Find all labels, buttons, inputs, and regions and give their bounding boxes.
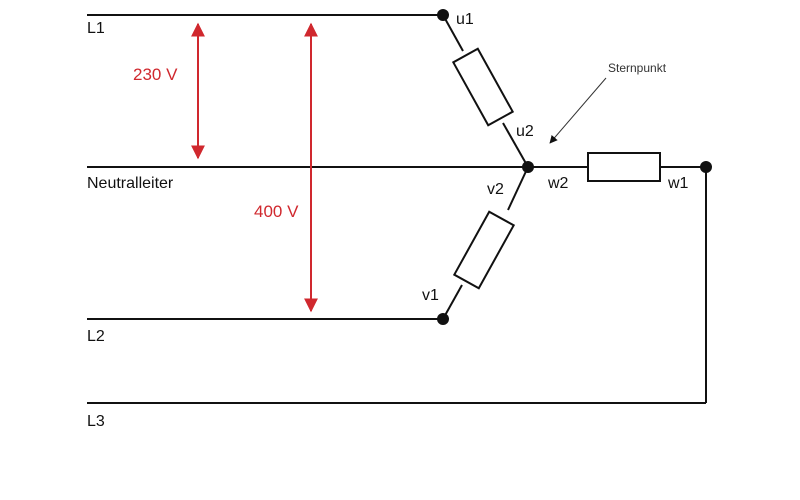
label-l3: L3	[87, 413, 105, 430]
terminal-v1-dot	[437, 313, 449, 325]
label-v1: v1	[422, 287, 439, 304]
label-w1: w1	[667, 175, 689, 192]
star-point-dot	[522, 161, 534, 173]
label-phase-voltage: 230 V	[133, 65, 178, 84]
v-wire-bottom	[442, 284, 463, 320]
v-wire-top	[507, 166, 529, 211]
resistor-v	[452, 210, 516, 290]
label-neutral: Neutralleiter	[87, 175, 174, 192]
label-u2: u2	[516, 123, 534, 140]
u-wire-bottom	[502, 122, 529, 168]
label-l2: L2	[87, 328, 105, 345]
terminal-w1-dot	[700, 161, 712, 173]
terminal-u1-dot	[437, 9, 449, 21]
resistor-w	[587, 152, 661, 182]
label-w2: w2	[547, 175, 569, 192]
label-star-point: Sternpunkt	[608, 61, 667, 75]
resistor-u	[451, 47, 515, 127]
u-wire-top	[442, 14, 464, 52]
label-v2: v2	[487, 181, 504, 198]
star-point-pointer	[549, 77, 607, 144]
label-u1: u1	[456, 11, 474, 28]
label-line-voltage: 400 V	[254, 202, 299, 221]
label-l1: L1	[87, 20, 105, 37]
